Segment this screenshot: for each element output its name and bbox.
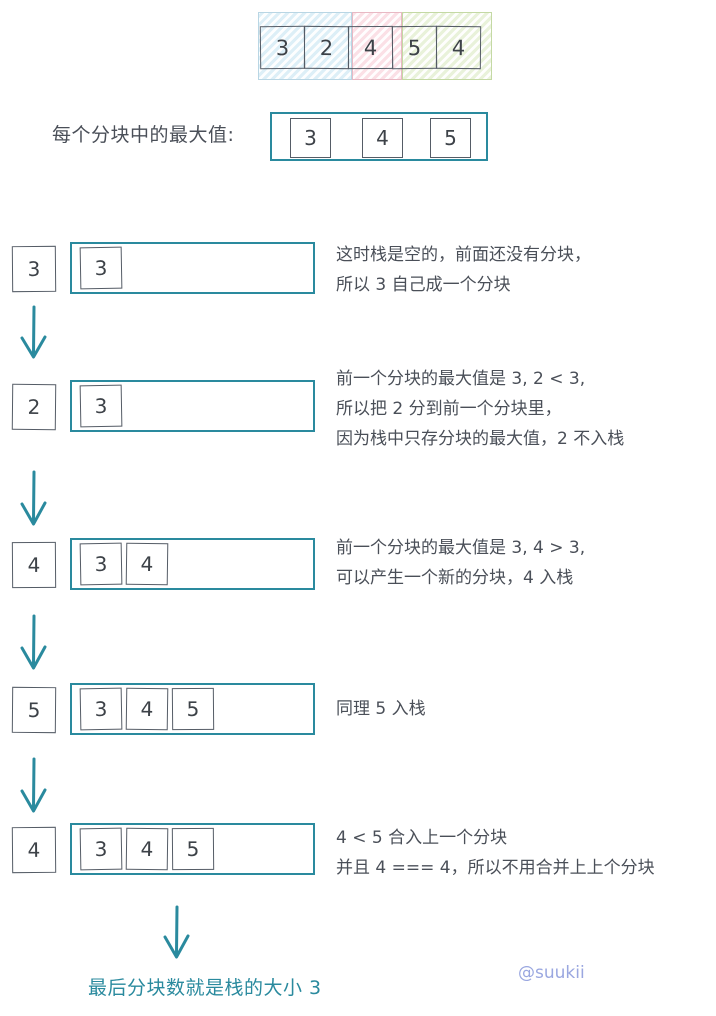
- step-3-note: 前一个分块的最大值是 3, 4 > 3, 可以产生一个新的分块，4 入栈: [336, 533, 585, 593]
- stack-item: 5: [171, 827, 215, 871]
- step-5-stack: 3 4 5: [70, 823, 315, 875]
- block-highlight-1: [258, 12, 352, 80]
- note-line: 因为栈中只存分块的最大值，2 不入栈: [336, 429, 625, 449]
- stack-item: 3: [79, 542, 123, 586]
- step-2-note: 前一个分块的最大值是 3, 2 < 3, 所以把 2 分到前一个分块里， 因为栈…: [336, 364, 624, 454]
- step-2-input-box: 2: [11, 383, 57, 431]
- max-value-cell: 3: [290, 118, 331, 158]
- step-1-stack: 3: [70, 242, 315, 294]
- step-4-stack: 3 4 5: [70, 683, 315, 735]
- note-line: 4 < 5 合入上一个分块: [336, 828, 508, 848]
- top-array-diagram: 3 2 4 5 4: [258, 8, 492, 84]
- down-arrow-icon: [163, 905, 190, 959]
- down-arrow-icon: [20, 470, 47, 526]
- step-5-note: 4 < 5 合入上一个分块 并且 4 === 4，所以不用合并上上个分块: [336, 823, 655, 883]
- array-cells: 3 2 4 5 4: [259, 25, 482, 70]
- stack-item: 3: [79, 827, 123, 871]
- stack-item: 3: [79, 384, 123, 428]
- step-3-stack: 3 4: [70, 538, 315, 590]
- note-line: 前一个分块的最大值是 3, 2 < 3,: [336, 369, 586, 389]
- down-arrow-icon: [20, 757, 47, 813]
- array-cell: 4: [347, 25, 394, 70]
- stack-item: 4: [125, 687, 169, 731]
- note-line: 所以 3 自己成一个分块: [336, 275, 511, 295]
- down-arrow-icon: [20, 305, 47, 359]
- stack-item: 3: [79, 246, 123, 290]
- note-line: 前一个分块的最大值是 3, 4 > 3,: [336, 538, 586, 558]
- watermark: @suukii: [518, 963, 585, 983]
- array-cell: 5: [391, 25, 438, 70]
- note-line: 可以产生一个新的分块，4 入栈: [336, 568, 574, 588]
- step-5-input-box: 4: [11, 826, 57, 874]
- note-line: 并且 4 === 4，所以不用合并上上个分块: [336, 858, 655, 878]
- note-line: 同理 5 入栈: [336, 699, 426, 719]
- stack-item: 5: [171, 687, 215, 731]
- max-values-container: 3 4 5: [270, 112, 488, 161]
- note-line: 这时栈是空的，前面还没有分块，: [336, 245, 591, 265]
- array-cell: 4: [435, 25, 482, 70]
- array-cell: 2: [303, 25, 350, 70]
- max-value-cell: 4: [362, 118, 403, 158]
- step-1-input-box: 3: [11, 245, 57, 293]
- max-value-cell: 5: [430, 118, 471, 158]
- step-4-input-box: 5: [11, 686, 57, 734]
- note-line: 所以把 2 分到前一个分块里，: [336, 399, 562, 419]
- stack-item: 4: [125, 542, 169, 586]
- conclusion-text: 最后分块数就是栈的大小 3: [88, 977, 322, 999]
- down-arrow-icon: [20, 614, 47, 670]
- array-cell: 3: [259, 25, 306, 70]
- stack-item: 4: [125, 827, 169, 871]
- max-values-label: 每个分块中的最大值:: [52, 124, 235, 146]
- stack-item: 3: [79, 687, 123, 731]
- step-4-note: 同理 5 入栈: [336, 694, 426, 724]
- block-highlight-2: [352, 12, 402, 80]
- step-1-note: 这时栈是空的，前面还没有分块， 所以 3 自己成一个分块: [336, 240, 591, 300]
- step-2-stack: 3: [70, 380, 315, 432]
- block-highlight-3: [402, 12, 492, 80]
- step-3-input-box: 4: [11, 541, 57, 589]
